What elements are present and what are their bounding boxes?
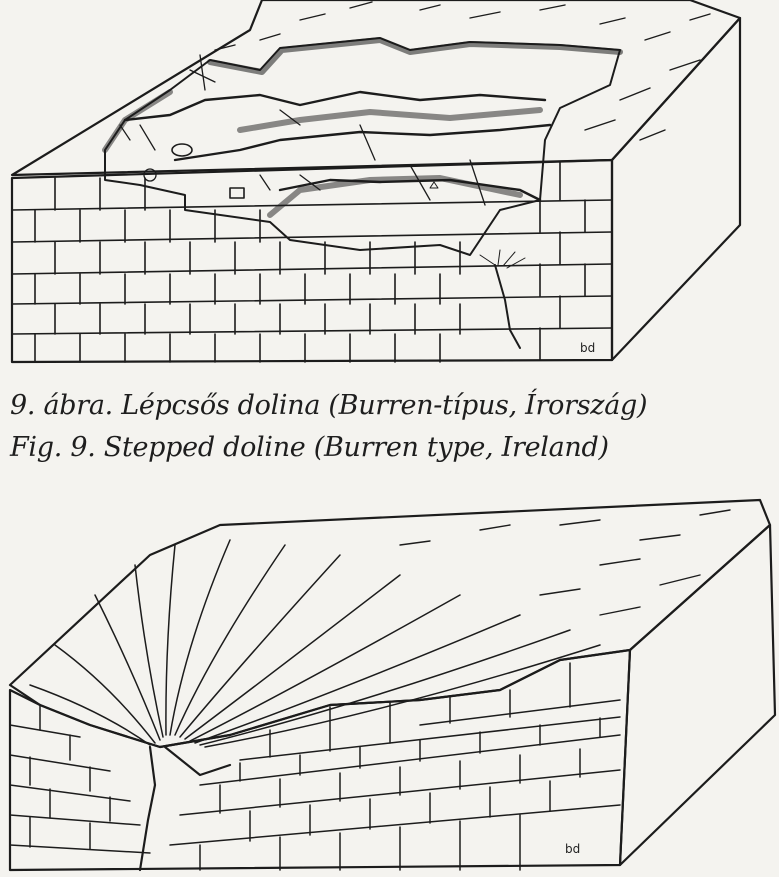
- signature-bottom: bd: [565, 842, 580, 856]
- funnel-doline-drawing: bd: [8, 498, 777, 872]
- caption-hungarian: 9. ábra. Lépcsős dolina (Burren-típus, Í…: [10, 390, 648, 421]
- stepped-doline-illustration: bd: [0, 0, 779, 380]
- funnel-doline-illustration: bd: [0, 485, 779, 877]
- surface-hatching-top: [214, 1, 711, 141]
- doline-steps: [102, 37, 623, 349]
- signature-top: bd: [580, 341, 595, 355]
- surface-hatching-bottom: [399, 509, 731, 616]
- limestone-bricks-top: [11, 161, 613, 363]
- slope-lines: [29, 539, 601, 748]
- caption-english: Fig. 9. Stepped doline (Burren type, Ire…: [10, 432, 609, 463]
- limestone-bricks-bottom: [9, 662, 621, 871]
- stepped-doline-drawing: bd: [10, 0, 742, 364]
